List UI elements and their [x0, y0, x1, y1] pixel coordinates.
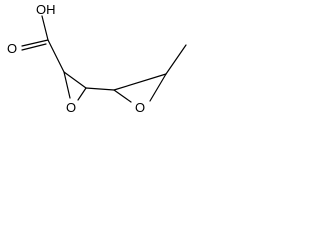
- bond-ring-link: [85, 87, 115, 91]
- bond-ring2-c1-o: [113, 89, 132, 103]
- carbonyl-oxygen-label: O: [7, 41, 17, 56]
- bond-ring1-c1-c2: [63, 71, 87, 89]
- bond-ring1-c1-o: [63, 71, 71, 99]
- epoxide-oxygen-left-label: O: [66, 100, 76, 115]
- bond-c-oh: [41, 15, 49, 41]
- bond-ring1-c2-o: [77, 87, 87, 101]
- hydroxyl-label: OH: [36, 2, 56, 17]
- chemical-structure: OH O O O: [7, 2, 187, 115]
- bond-c-o-double-1: [21, 39, 49, 47]
- bond-carboxyl-ring: [47, 39, 65, 73]
- bond-ring2-c1-c2: [113, 73, 167, 91]
- bond-c-o-double-2: [21, 43, 47, 51]
- bond-methyl: [165, 44, 187, 75]
- epoxide-oxygen-right-label: O: [135, 100, 145, 115]
- bond-ring2-c2-o: [149, 73, 167, 102]
